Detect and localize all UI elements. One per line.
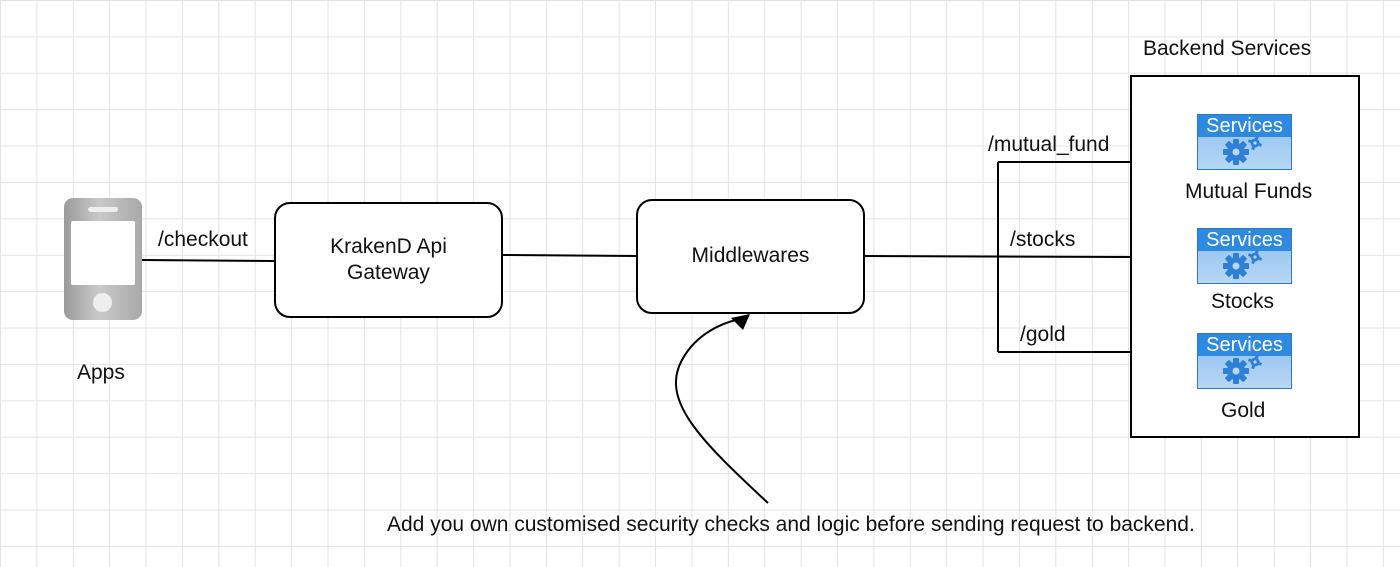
middlewares-node[interactable]: Middlewares [636, 199, 865, 314]
service-icon-text: Services [1206, 229, 1283, 251]
phone-home-button [93, 293, 112, 312]
edge-apps-gateway [141, 259, 276, 262]
backend-title: Backend Services [1143, 37, 1312, 60]
edge-label-checkout: /checkout [158, 228, 248, 251]
service-name-mutual-funds: Mutual Funds [1185, 180, 1313, 203]
service-name-gold: Gold [1221, 399, 1266, 422]
annotation-arrow [675, 317, 769, 504]
service-icon-text: Services [1206, 115, 1283, 137]
service-icon-text: Services [1206, 334, 1283, 356]
mobile-phone-icon [64, 198, 142, 320]
gateway-node[interactable]: KrakenD Api Gateway [274, 202, 503, 318]
phone-speaker [88, 207, 118, 212]
service-icon-gold[interactable]: Services [1197, 333, 1292, 389]
gear-icon [1223, 354, 1263, 384]
apps-label: Apps [77, 361, 125, 384]
gateway-label: KrakenD Api Gateway [330, 234, 447, 284]
edge-label-gold: /gold [1020, 323, 1066, 346]
service-name-stocks: Stocks [1211, 290, 1275, 313]
annotation-text: Add you own customised security checks a… [387, 513, 1195, 536]
edge-label-stocks: /stocks [1010, 228, 1076, 251]
middlewares-label: Middlewares [691, 244, 810, 268]
annotation-arrowhead [731, 314, 750, 330]
service-icon-mutual-funds[interactable]: Services [1197, 114, 1292, 170]
gear-icon [1223, 249, 1263, 279]
edge-label-mutual-fund: /mutual_fund [988, 133, 1110, 156]
edge-gateway-middlewares [501, 254, 638, 257]
service-icon-stocks[interactable]: Services [1197, 228, 1292, 284]
phone-screen [71, 221, 135, 285]
gear-icon [1223, 135, 1263, 165]
